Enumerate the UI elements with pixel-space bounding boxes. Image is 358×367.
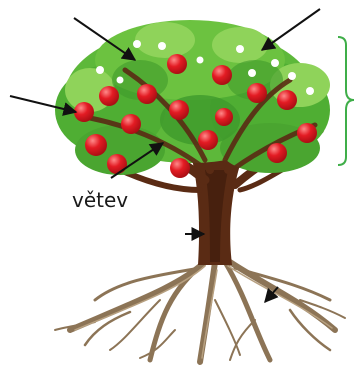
blossom-flower — [288, 72, 296, 80]
blossom-flower — [236, 45, 244, 53]
apple-fruit — [74, 102, 94, 122]
blossom-flower — [117, 77, 124, 84]
blossom-flower — [96, 66, 104, 74]
curly-bracket — [338, 37, 354, 165]
apple-fruit — [107, 154, 127, 174]
blossom-flower — [248, 69, 256, 77]
apple-fruit — [198, 130, 218, 150]
apple-fruit — [167, 54, 187, 74]
apple-fruit — [85, 134, 107, 156]
apple-fruit — [121, 114, 141, 134]
tree-roots — [55, 262, 345, 362]
apple-fruit — [297, 123, 317, 143]
branch-label: větev — [72, 188, 128, 212]
apple-fruit — [247, 83, 267, 103]
apple-fruit — [267, 143, 287, 163]
blossom-flower — [158, 42, 166, 50]
apple-fruit — [212, 65, 232, 85]
apple-fruit — [215, 108, 233, 126]
apple-fruit — [99, 86, 119, 106]
apple-fruit — [170, 158, 190, 178]
pointer-arrow — [262, 9, 320, 50]
apple-fruit — [137, 84, 157, 104]
blossom-flower — [271, 59, 279, 67]
apple-fruit — [169, 100, 189, 120]
blossom-flower — [133, 40, 141, 48]
blossom-flower — [306, 87, 314, 95]
blossom-flower — [197, 57, 204, 64]
apple-fruit — [277, 90, 297, 110]
